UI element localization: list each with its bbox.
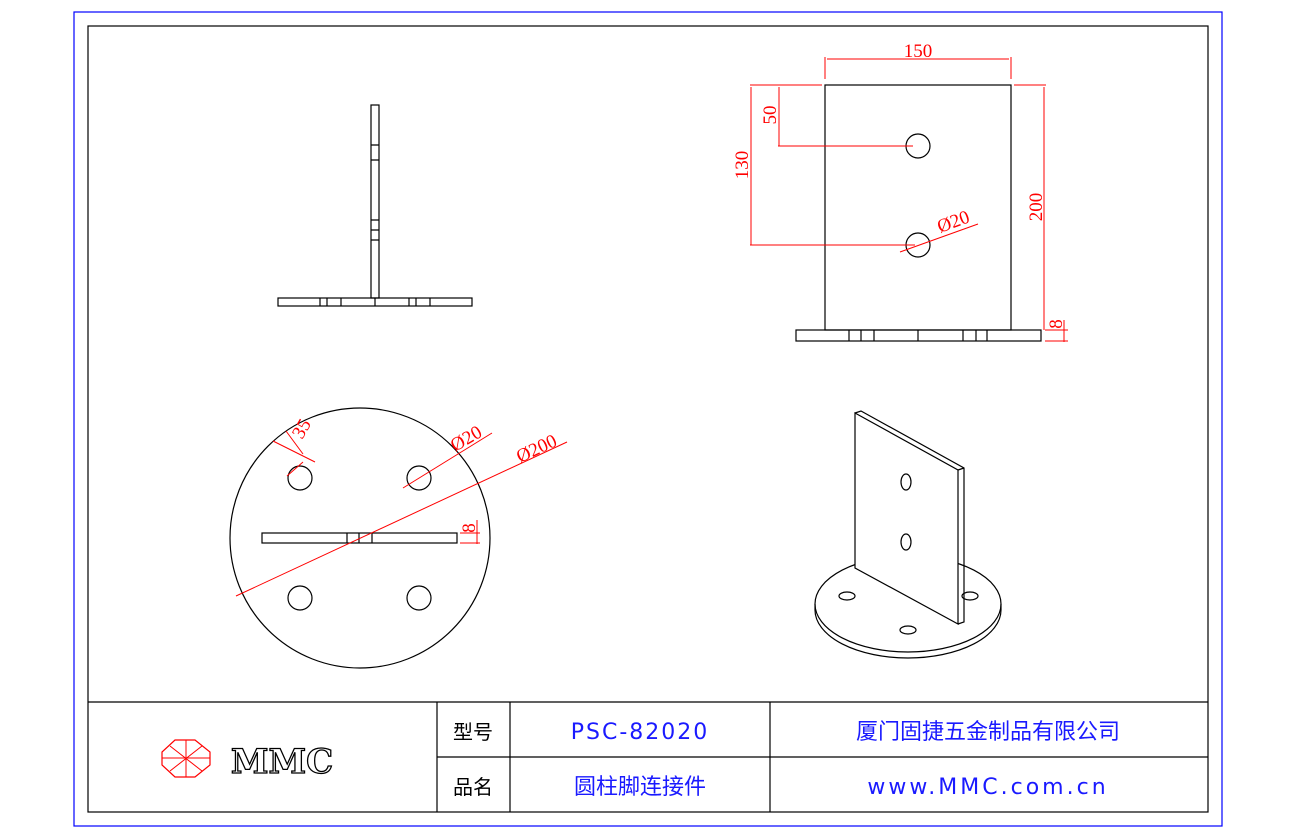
isometric-view [814, 410, 1002, 659]
dim-50: 50 [760, 106, 781, 125]
side-view [277, 104, 473, 307]
model-value: PSC-82020 [571, 720, 710, 745]
dim-hole-dia-front: Ø20 [935, 207, 973, 238]
model-label: 型号 [453, 720, 493, 744]
title-block: MMC 型号 PSC-82020 厦门固捷五金制品有限公司 品名 圆柱脚连接件 … [88, 701, 1208, 812]
mmc-logo: MMC [161, 739, 334, 783]
dim-130: 130 [732, 151, 753, 180]
dim-8-plan: 8 [459, 523, 480, 533]
dim-200: 200 [1026, 193, 1047, 222]
product-name: 圆柱脚连接件 [574, 775, 706, 800]
dim-8-front: 8 [1046, 319, 1067, 329]
logo-text: MMC [231, 742, 333, 782]
dim-base-dia: Ø200 [513, 431, 560, 468]
dim-150: 150 [904, 41, 933, 62]
company-name: 厦门固捷五金制品有限公司 [856, 720, 1120, 745]
dim-hole-dia-plan: Ø20 [447, 422, 486, 457]
name-label: 品名 [453, 775, 493, 799]
front-view: 150 130 50 200 8 Ø20 [732, 41, 1068, 342]
inner-border [87, 25, 1209, 813]
outer-border [73, 11, 1223, 827]
plan-view: Ø200 Ø20 35 8 [229, 407, 568, 669]
dim-35: 35 [288, 416, 316, 443]
website: www.MMC.com.cn [867, 775, 1108, 800]
